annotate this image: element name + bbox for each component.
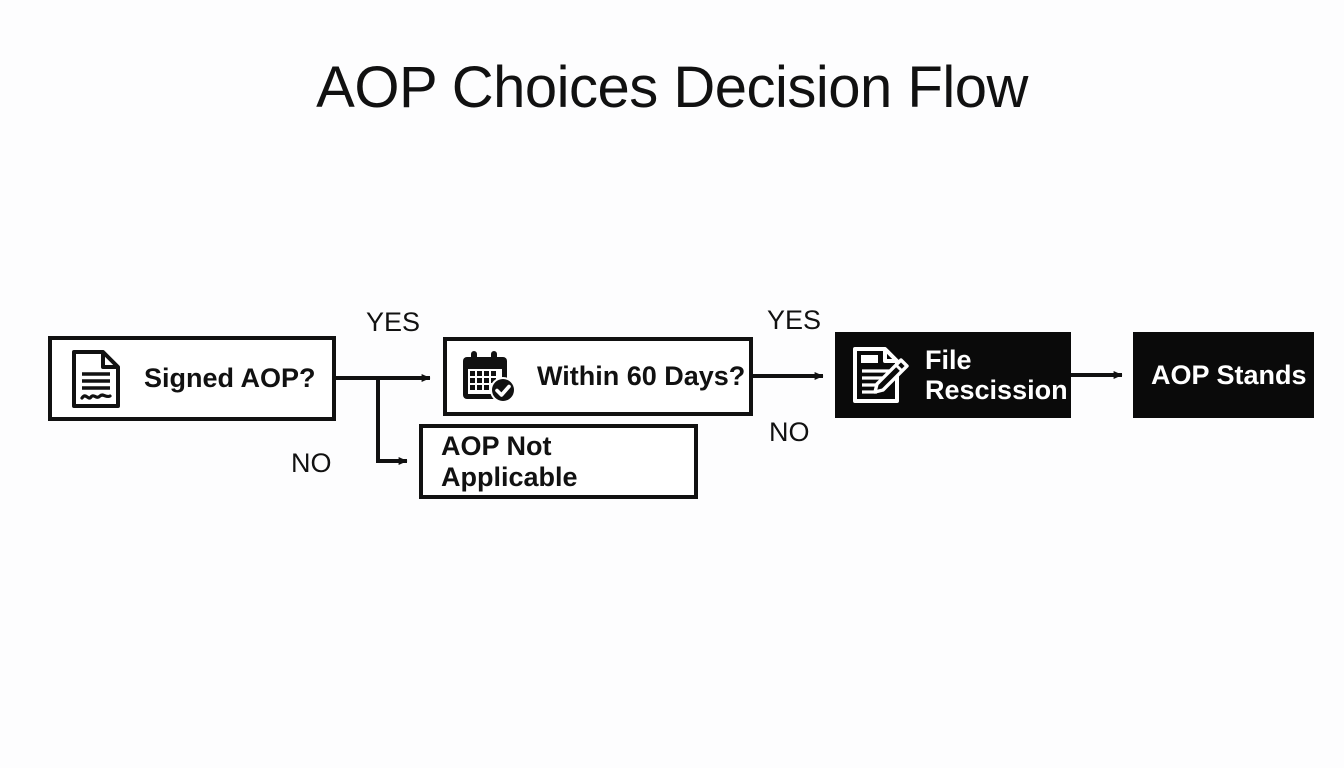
node-within-60-days-label: Within 60 Days? [537,361,746,392]
page-title: AOP Choices Decision Flow [316,55,1028,120]
node-file-rescission-label: File Rescission [925,344,1068,405]
node-aop-not-applicable[interactable]: AOP Not Applicable [419,424,698,499]
edge-label-yes-within-60: YES [767,305,822,335]
node-file-rescission[interactable]: File Rescission [835,332,1071,418]
document-pencil-icon [853,347,909,403]
edge-label-yes-signed-aop: YES [366,307,421,337]
node-aop-not-applicable-label: AOP Not Applicable [441,431,578,492]
signed-document-icon [72,349,120,408]
calendar-check-icon [463,350,516,403]
node-signed-aop[interactable]: Signed AOP? [48,336,336,421]
node-aop-stands[interactable]: AOP Stands [1133,332,1314,418]
edge-label-no-signed-aop: NO [291,448,332,478]
edge-signed-aop-to-not-applicable [376,378,408,465]
node-aop-stands-label: AOP Stands [1151,359,1307,390]
edge-label-no-within-60: NO [769,417,810,447]
node-within-60-days[interactable]: Within 60 Days? [443,337,753,416]
node-signed-aop-label: Signed AOP? [144,363,316,394]
